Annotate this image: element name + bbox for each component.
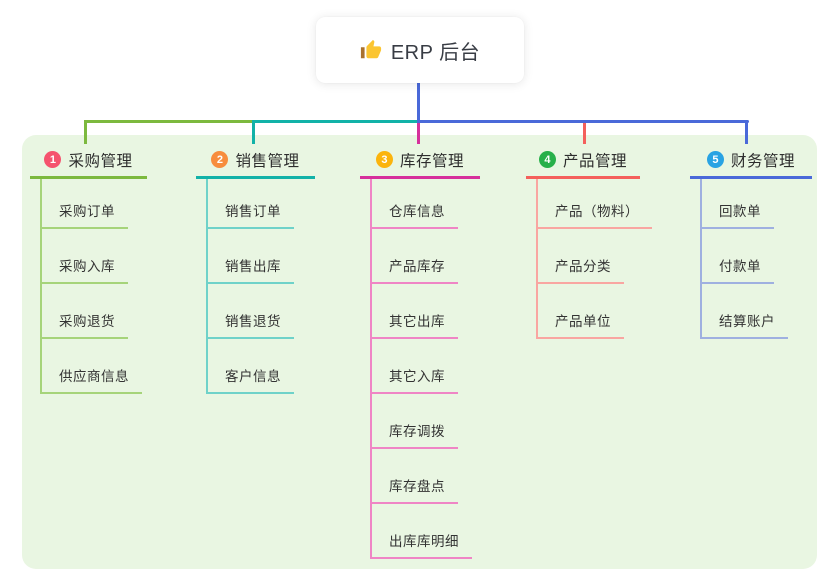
child-node[interactable]: 其它出库	[372, 284, 458, 339]
child-node[interactable]: 销售退货	[208, 284, 294, 339]
branch-drop-line-3	[417, 123, 420, 144]
branch-purchase: 1 采购管理 采购订单 采购入库 采购退货 供应商信息	[30, 143, 147, 394]
child-node[interactable]: 仓库信息	[372, 179, 458, 229]
branch-title-sales[interactable]: 2 销售管理	[196, 143, 315, 179]
badge-1: 1	[44, 151, 62, 168]
child-node[interactable]: 库存盘点	[372, 449, 458, 504]
child-node[interactable]: 采购订单	[42, 179, 128, 229]
child-node[interactable]: 客户信息	[208, 339, 294, 394]
branch-drop-line-4	[583, 123, 586, 144]
child-node[interactable]: 库存调拨	[372, 394, 458, 449]
branch-sales: 2 销售管理 销售订单 销售出库 销售退货 客户信息	[196, 143, 315, 394]
branch-finance: 5 财务管理 回款单 付款单 结算账户	[690, 143, 812, 339]
child-node[interactable]: 采购退货	[42, 284, 128, 339]
branch-drop-line-5	[745, 120, 748, 144]
badge-4: 4	[538, 151, 556, 168]
branch-title-purchase[interactable]: 1 采购管理	[30, 143, 147, 179]
branch-children: 产品（物料） 产品分类 产品单位	[536, 179, 652, 339]
child-node[interactable]: 出库库明细	[372, 504, 472, 559]
child-node[interactable]: 回款单	[702, 179, 774, 229]
branch-label: 库存管理	[399, 152, 464, 170]
branch-label: 产品管理	[562, 152, 627, 170]
branch-drop-line-2	[252, 120, 255, 144]
branch-children: 回款单 付款单 结算账户	[700, 179, 812, 339]
badge-3: 3	[375, 151, 393, 168]
child-node[interactable]: 付款单	[702, 229, 774, 284]
branch-children: 销售订单 销售出库 销售退货 客户信息	[206, 179, 315, 394]
badge-2: 2	[211, 151, 229, 168]
child-node[interactable]: 产品单位	[538, 284, 624, 339]
child-node[interactable]: 销售出库	[208, 229, 294, 284]
branch-title-inventory[interactable]: 3 库存管理	[360, 143, 480, 179]
branch-label: 财务管理	[730, 152, 795, 170]
branch-children: 采购订单 采购入库 采购退货 供应商信息	[40, 179, 147, 394]
root-node[interactable]: ERP 后台	[316, 17, 524, 83]
child-node[interactable]: 采购入库	[42, 229, 128, 284]
child-node[interactable]: 销售订单	[208, 179, 294, 229]
branch-drop-line-1	[84, 120, 87, 144]
badge-5: 5	[706, 151, 724, 168]
thumbs-up-icon	[360, 39, 381, 59]
child-node[interactable]: 结算账户	[702, 284, 788, 339]
child-node[interactable]: 产品（物料）	[538, 179, 652, 229]
branch-label: 采购管理	[68, 152, 133, 170]
branch-title-finance[interactable]: 5 财务管理	[690, 143, 812, 179]
child-node[interactable]: 产品库存	[372, 229, 458, 284]
root-node-label: ERP 后台	[390, 41, 481, 64]
child-node[interactable]: 产品分类	[538, 229, 624, 284]
branches-panel	[22, 135, 817, 569]
branch-title-product[interactable]: 4 产品管理	[526, 143, 640, 179]
child-node[interactable]: 供应商信息	[42, 339, 142, 394]
connector-bar-left	[84, 120, 254, 123]
branch-label: 销售管理	[235, 152, 300, 170]
root-stem-line	[417, 83, 420, 121]
connector-bar-right	[417, 120, 749, 123]
branch-product: 4 产品管理 产品（物料） 产品分类 产品单位	[526, 143, 652, 339]
connector-bar-middle	[252, 120, 419, 123]
child-node[interactable]: 其它入库	[372, 339, 458, 394]
branch-inventory: 3 库存管理 仓库信息 产品库存 其它出库 其它入库 库存调拨 库存盘点 出库库…	[360, 143, 480, 559]
branch-children: 仓库信息 产品库存 其它出库 其它入库 库存调拨 库存盘点 出库库明细	[370, 179, 480, 559]
